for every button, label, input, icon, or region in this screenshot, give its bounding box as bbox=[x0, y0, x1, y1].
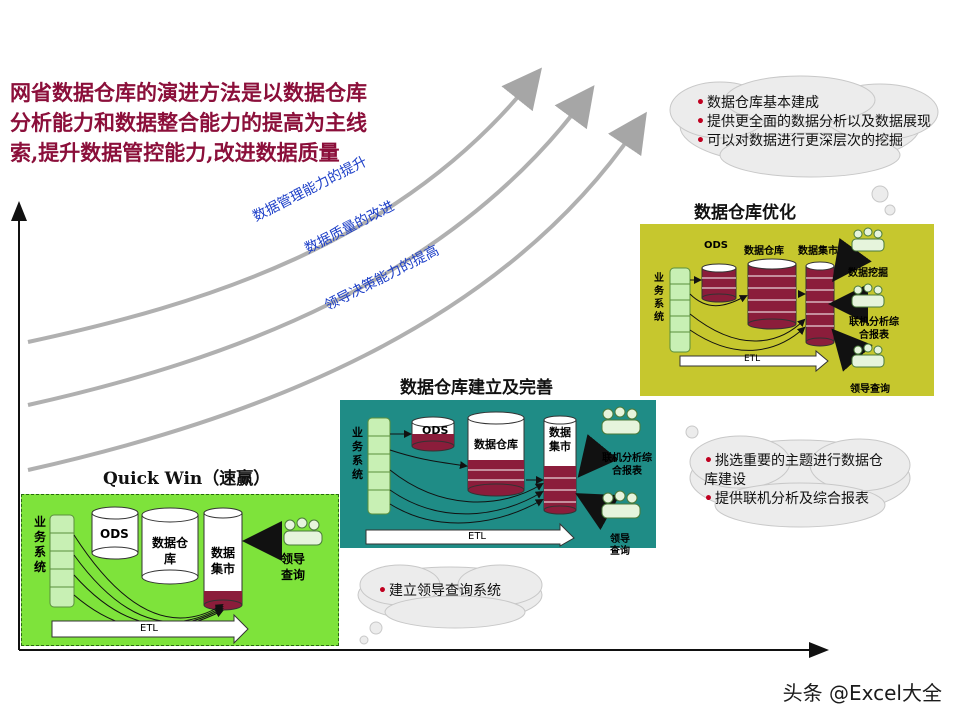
stage1-user-label: 领导查询 bbox=[280, 552, 305, 582]
stage1-panel: 业务系统 ODS 数据仓库 数据集市 领导查询 ETL bbox=[21, 494, 339, 646]
stage2-diagram bbox=[365, 406, 641, 547]
dw-cylinder bbox=[747, 258, 797, 330]
stage2-title: 数据仓库建立及完善 bbox=[400, 378, 553, 398]
mart-cylinder bbox=[543, 415, 577, 515]
stage3-diagram bbox=[669, 227, 885, 373]
stage3-title: 数据仓库优化 bbox=[694, 203, 796, 223]
cloud-stage1 bbox=[357, 564, 543, 645]
cloud-stage2-text: •挑选重要的主题进行数据仓库建设 •提供联机分析及综合报表 bbox=[704, 452, 894, 509]
stage2-user2-label: 领导查询 bbox=[610, 534, 630, 557]
stage3-mart-label: 数据集市 bbox=[798, 246, 838, 257]
user-group-icon bbox=[283, 517, 323, 546]
stage2-dw-label: 数据仓库 bbox=[474, 438, 518, 451]
user-group-icon bbox=[601, 406, 641, 435]
source-system-icon bbox=[669, 267, 691, 353]
cloud-stage2-item: •挑选重要的主题进行数据仓库建设 bbox=[704, 453, 883, 488]
dw-cylinder bbox=[141, 507, 199, 585]
cloud-stage2-item: •提供联机分析及综合报表 bbox=[704, 491, 869, 507]
stage3-user2-label: 联机分析综合报表 bbox=[849, 317, 899, 341]
headline-line-1: 网省数据仓库的演进方法是以数据仓库 bbox=[10, 80, 367, 105]
stage2-etl-label: ETL bbox=[468, 531, 486, 542]
curve-3 bbox=[27, 111, 647, 472]
etl-arrow bbox=[51, 613, 249, 645]
stage2-mart-label: 数据集市 bbox=[549, 426, 571, 453]
stage1-source-label: 业务系统 bbox=[34, 515, 47, 574]
stage1-title: Quick Win（速赢） bbox=[103, 469, 271, 489]
mart-cylinder bbox=[203, 507, 243, 611]
user-group-icon bbox=[851, 227, 885, 252]
stage3-user1-label: 数据挖掘 bbox=[848, 268, 888, 279]
watermark: 头条 @Excel大全 bbox=[782, 681, 942, 705]
stage3-source-label: 业务系统 bbox=[654, 273, 664, 323]
stage2-user1-label: 联机分析综合报表 bbox=[602, 453, 652, 477]
headline: 网省数据仓库的演进方法是以数据仓库 分析能力和数据整合能力的提高为主线 索,提升… bbox=[10, 78, 430, 168]
stage1-mart-label: 数据集市 bbox=[210, 546, 235, 576]
stage2-source-label: 业务系统 bbox=[352, 426, 363, 481]
stage1-etl-label: ETL bbox=[140, 623, 158, 634]
cloud-stage3-item: •数据仓库基本建成 bbox=[696, 95, 819, 111]
stage2-panel: 业务系统 ODS 数据仓库 数据集市 联机分析综合报表 领导查询 ETL bbox=[340, 400, 656, 557]
ods-cylinder bbox=[91, 506, 139, 560]
source-system-icon bbox=[367, 417, 391, 515]
cloud-stage1-item: •建立领导查询系统 bbox=[378, 583, 501, 599]
stage1-ods-label: ODS bbox=[100, 527, 129, 541]
stage3-user3-label: 领导查询 bbox=[850, 384, 890, 395]
headline-line-2: 分析能力和数据整合能力的提高为主线 bbox=[10, 110, 367, 135]
ods-cylinder bbox=[701, 263, 737, 303]
stage3-dw-label: 数据仓库 bbox=[744, 246, 784, 257]
cloud-stage2 bbox=[685, 425, 911, 528]
cloud-stage3-item: •提供更全面的数据分析以及数据展现 bbox=[696, 114, 931, 130]
curve-1 bbox=[27, 67, 543, 344]
headline-line-3: 索,提升数据管控能力,改进数据质量 bbox=[10, 140, 340, 165]
stage3-etl-label: ETL bbox=[744, 354, 761, 364]
stage3-ods-label: ODS bbox=[704, 240, 729, 251]
user-group-icon bbox=[851, 343, 885, 368]
etl-arrow bbox=[679, 349, 829, 373]
etl-arrow bbox=[365, 522, 575, 547]
cloud-stage3 bbox=[669, 75, 939, 216]
curve-2 bbox=[27, 85, 595, 407]
cloud-stage3-text: •数据仓库基本建成 •提供更全面的数据分析以及数据展现 •可以对数据进行更深层次… bbox=[696, 94, 931, 151]
stage3-panel: 业务系统 ODS 数据仓库 数据集市 数据挖掘 联机分析综合报表 领导查询 ET… bbox=[640, 224, 934, 396]
cloud-stage1-text: •建立领导查询系统 bbox=[378, 582, 501, 601]
user-group-icon bbox=[601, 490, 641, 519]
source-system-icon bbox=[49, 514, 75, 608]
user-group-icon bbox=[851, 283, 885, 308]
dw-cylinder bbox=[467, 411, 525, 497]
stage1-dw-label: 数据仓库 bbox=[151, 536, 188, 566]
stage1-diagram bbox=[49, 506, 323, 645]
ods-cylinder bbox=[411, 416, 455, 452]
mart-cylinder bbox=[805, 261, 835, 347]
cloud-stage3-item: •可以对数据进行更深层次的挖掘 bbox=[696, 133, 903, 149]
stage2-ods-label: ODS bbox=[422, 424, 449, 437]
